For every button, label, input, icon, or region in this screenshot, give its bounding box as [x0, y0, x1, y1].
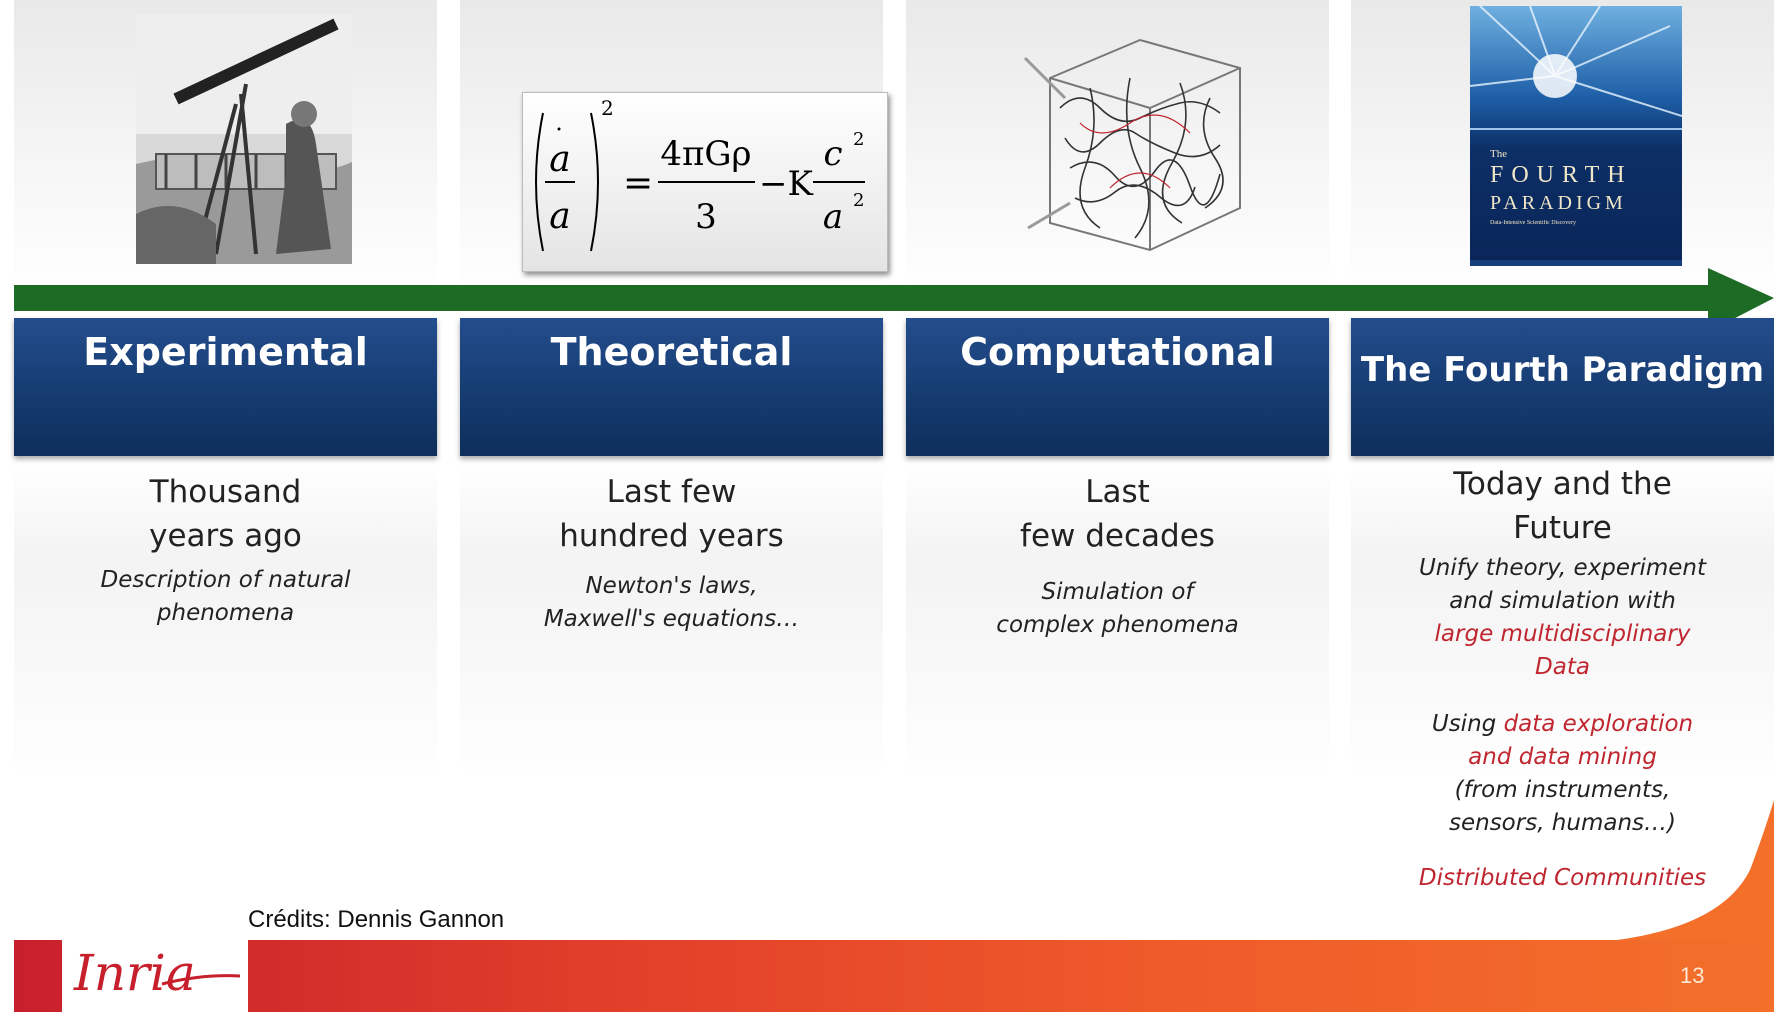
desc-using-line-4: sensors, humans…): [1448, 810, 1676, 836]
header-title-theoretical: Theoretical: [550, 330, 793, 374]
book-small-the: The: [1490, 148, 1508, 160]
description-theoretical: Newton's laws, Maxwell's equations…: [460, 570, 883, 636]
description-experimental: Description of natural phenomena: [14, 564, 437, 630]
desc-line-3-highlight: large multidisciplinary: [1434, 621, 1691, 647]
book-title-line2: Paradigm: [1490, 192, 1627, 214]
desc-line-2: Maxwell's equations…: [543, 606, 800, 632]
book-subtitle: Data-Intensive Scientific Discovery: [1490, 220, 1576, 226]
header-title-fourth-paradigm: The Fourth Paradigm: [1360, 350, 1765, 390]
equation-c-exponent: 2: [853, 129, 864, 150]
header-experimental: Experimental: [14, 318, 437, 456]
desc-line-1: Simulation of: [1041, 579, 1194, 605]
description-computational: Simulation of complex phenomena: [906, 576, 1329, 642]
equation-a-exponent: 2: [853, 190, 864, 211]
description-unify: Unify theory, experiment and simulation …: [1351, 552, 1774, 684]
era-line-2: Future: [1513, 510, 1612, 546]
equation-a: a: [549, 196, 570, 237]
body-computational: Last few decades Simulation of complex p…: [906, 470, 1329, 642]
era-line-1: Last: [1085, 474, 1150, 510]
era-line-1: Thousand: [149, 474, 302, 510]
era-line-2: hundred years: [559, 518, 784, 554]
equation-a-squared: a: [823, 197, 843, 237]
header-theoretical: Theoretical: [460, 318, 883, 456]
simulation-cube-icon: [1020, 28, 1250, 268]
desc-line-2: complex phenomena: [996, 612, 1239, 638]
desc-line-2: phenomena: [156, 600, 295, 626]
era-line-1: Today and the: [1453, 466, 1672, 502]
using-prefix: Using: [1431, 711, 1504, 737]
era-line-2: few decades: [1020, 518, 1215, 554]
footer-curve: [1600, 800, 1774, 942]
description-using: Using data exploration and data mining (…: [1351, 708, 1774, 840]
timeline-arrow: [14, 268, 1774, 332]
header-computational: Computational: [906, 318, 1329, 456]
distributed-communities: Distributed Communities: [1418, 865, 1707, 891]
footer-bar: [14, 940, 1774, 1012]
desc-using-line-1: Using data exploration: [1351, 708, 1774, 741]
desc-line-2: and simulation with: [1449, 588, 1676, 614]
body-fourth-paradigm: Today and the Future Unify theory, exper…: [1351, 462, 1774, 895]
equation-a-dot: a: [549, 139, 570, 180]
equation-exponent: 2: [601, 96, 614, 120]
using-highlight-2: and data mining: [1468, 744, 1657, 770]
friedmann-equation-image: a a 2 = 4πGρ 3 −K c 2 a 2: [522, 92, 888, 272]
desc-line-1: Newton's laws,: [585, 573, 758, 599]
desc-line-1: Unify theory, experiment: [1418, 555, 1707, 581]
header-fourth-paradigm: The Fourth Paradigm: [1351, 318, 1774, 456]
header-title-computational: Computational: [960, 330, 1275, 374]
body-experimental: Thousand years ago Description of natura…: [14, 470, 437, 630]
era-line-1: Last few: [606, 474, 737, 510]
era-line-2: years ago: [149, 518, 302, 554]
body-theoretical: Last few hundred years Newton's laws, Ma…: [460, 470, 883, 636]
inria-logo: Inria: [62, 914, 248, 1012]
equation-c: c: [823, 134, 842, 174]
equation-numerator: 4πGρ: [660, 134, 751, 174]
credits-text: Crédits: Dennis Gannon: [248, 906, 505, 933]
desc-using-line-3: (from instruments,: [1454, 777, 1671, 803]
header-title-experimental: Experimental: [83, 330, 368, 374]
desc-line-1: Description of natural: [100, 567, 351, 593]
equation-minus-k: −K: [759, 164, 813, 204]
equation-denominator: 3: [695, 197, 717, 237]
using-highlight-1: data exploration: [1503, 711, 1694, 737]
telescope-engraving-icon: [136, 14, 352, 264]
desc-line-4-highlight: Data: [1535, 654, 1590, 680]
fourth-paradigm-book-cover-icon: The Fourth Paradigm Data-Intensive Scien…: [1470, 6, 1682, 266]
page-number: 13: [1680, 963, 1705, 988]
logo-text: Inria: [73, 944, 196, 1002]
equation-equals: =: [623, 163, 653, 204]
book-title-line1: Fourth: [1490, 162, 1633, 188]
